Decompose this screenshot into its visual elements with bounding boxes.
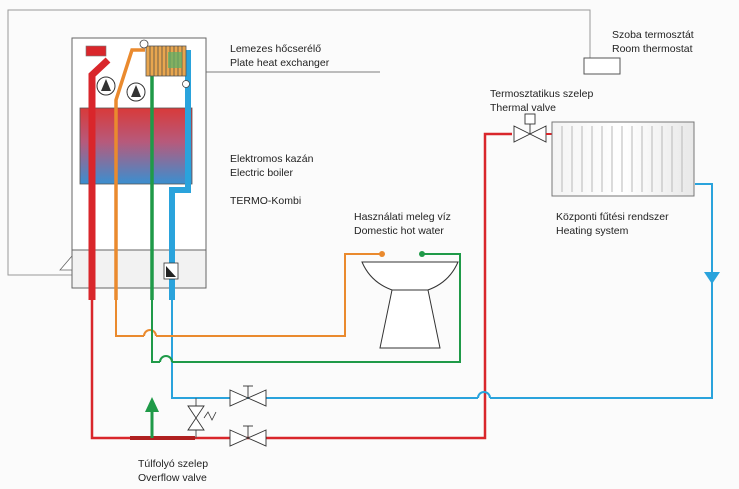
- pump-right: [126, 82, 146, 102]
- heat-exchanger-label-en: Plate heat exchanger: [230, 57, 330, 69]
- plate-heat-exchanger: [139, 39, 190, 88]
- hot-water-label-en: Domestic hot water: [354, 225, 444, 237]
- thermostatic-valve: [513, 113, 547, 143]
- room-thermostat: [583, 57, 621, 75]
- flow-switch: [163, 262, 179, 280]
- thermal-valve-label-en: Thermal valve: [490, 102, 556, 114]
- radiator: [551, 121, 695, 197]
- heating-label-en: Heating system: [556, 225, 629, 237]
- model-label: TERMO-Kombi: [230, 195, 301, 207]
- thermal-valve-label-hu: Termosztatikus szelep: [490, 88, 593, 100]
- drain-triangle: [59, 254, 73, 271]
- boiler-tank: [79, 107, 193, 185]
- pump-left: [96, 76, 116, 96]
- heating-label-hu: Központi fűtési rendszer: [556, 211, 669, 223]
- boiler-label-en: Electric boiler: [230, 167, 294, 179]
- overflow-label-hu: Túlfolyó szelep: [138, 458, 208, 470]
- thermostat-label-hu: Szoba termosztát: [612, 29, 694, 41]
- return-flow-arrow: [704, 272, 720, 284]
- overflow-label-en: Overflow valve: [138, 472, 207, 484]
- external-pipes: [90, 132, 713, 440]
- expansion-valve: [85, 45, 107, 57]
- boiler-label-hu: Elektromos kazán: [230, 153, 314, 165]
- heat-exchanger-label-hu: Lemezes hőcserélő: [230, 43, 321, 55]
- overflow-valve: [187, 398, 217, 438]
- hot-water-label-hu: Használati meleg víz: [354, 211, 451, 223]
- ball-valve-return: [229, 385, 267, 407]
- domestic-hot-water-sink: [361, 251, 459, 349]
- thermostat-label-en: Room thermostat: [612, 43, 693, 55]
- ball-valve-flow: [229, 425, 267, 447]
- cold-inlet-arrow: [145, 397, 159, 412]
